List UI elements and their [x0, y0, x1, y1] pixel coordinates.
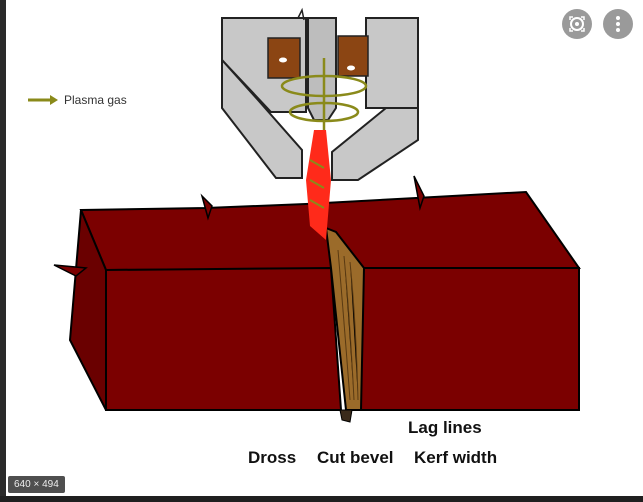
bottom-border: [0, 496, 643, 502]
diagram-canvas: Plasma gas Lag lines Dross Cut bevel Ker…: [6, 0, 643, 496]
cut-bevel-label: Cut bevel: [317, 448, 394, 467]
lag-lines: [337, 249, 359, 401]
gas-swirl: [280, 58, 368, 140]
plasma-gas-label: Plasma gas: [64, 93, 127, 107]
more-options-button[interactable]: [603, 9, 633, 39]
plasma-gas-arrow-icon: [28, 95, 58, 105]
kerf-width-label: Kerf width: [414, 448, 498, 467]
dross-label: Dross: [248, 448, 297, 467]
image-dimensions-badge: 640 × 494: [8, 476, 65, 493]
dross-spike-top-right: [413, 175, 425, 211]
lens-button[interactable]: [562, 9, 592, 39]
electrode-dot-right: [347, 65, 355, 71]
dross-spike-left: [53, 264, 88, 277]
dross-bottom: [339, 409, 353, 423]
left-border: [0, 0, 6, 496]
electrode-dot-left: [279, 57, 287, 63]
metal-front-right: [360, 267, 580, 411]
lens-icon: [569, 16, 585, 32]
arc-swirl: [309, 159, 325, 209]
electrode-holder-right: [337, 35, 369, 77]
more-vert-icon: [616, 16, 620, 32]
lag-lines-label: Lag lines: [408, 418, 482, 437]
cut-bevel-face: [324, 226, 366, 411]
metal-front-left: [105, 266, 343, 411]
dross-spike-top: [200, 193, 213, 221]
plasma-cutting-diagram: [28, 7, 581, 423]
